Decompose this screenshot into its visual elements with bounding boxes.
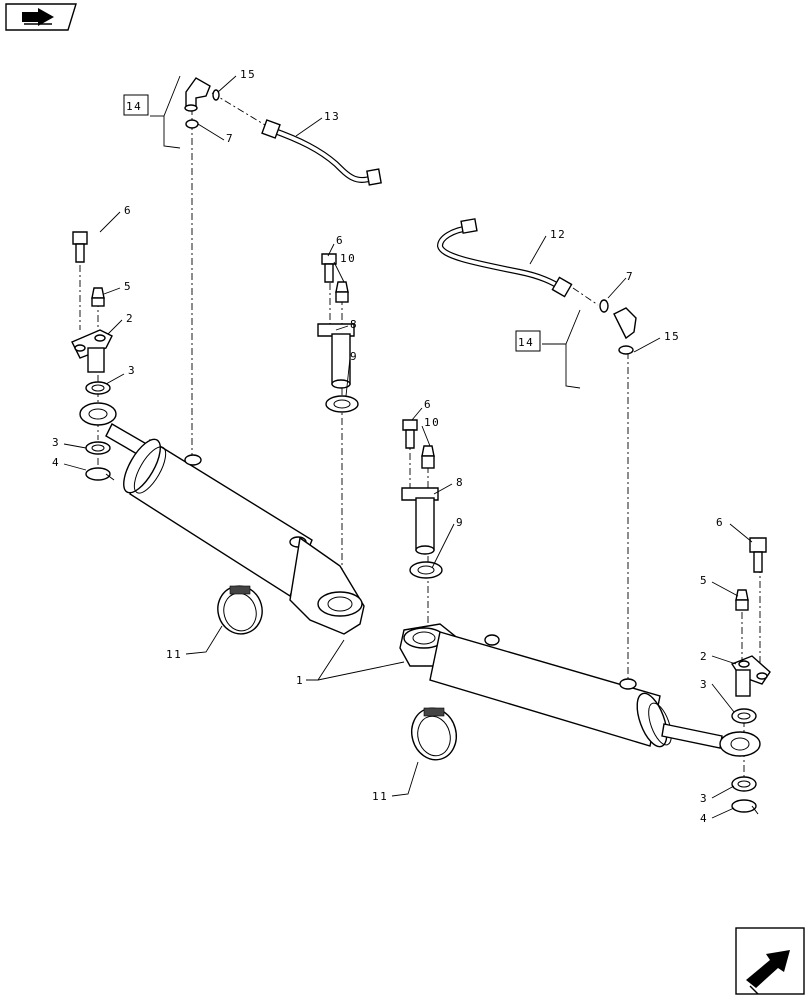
callout-6a: 6: [124, 204, 132, 217]
hydraulic-pipe-13: [261, 119, 382, 186]
callout-12: 12: [550, 228, 566, 241]
elbow-fitting-top: [184, 77, 211, 112]
callout-11a: 11: [166, 648, 182, 661]
assembly-lines: [79, 92, 761, 780]
callout-5a: 5: [124, 280, 132, 293]
callout-3c: 3: [700, 678, 708, 691]
washer-9a: [325, 395, 359, 413]
hydraulic-cylinder-right: [399, 623, 761, 757]
washer-3a: [85, 381, 111, 395]
washer-3d: [731, 776, 757, 792]
washer-3b: [85, 441, 111, 455]
callout-10a: 10: [340, 252, 356, 265]
bolt-6c: [402, 419, 418, 449]
washer-3c: [731, 708, 757, 724]
hydraulic-pipe-12: [437, 218, 573, 298]
callout-14a: 14: [126, 100, 142, 113]
lock-plate-2a: [71, 329, 113, 373]
o-ring-top-15: [212, 89, 220, 101]
callout-3b: 3: [52, 436, 60, 449]
callout-11b: 11: [372, 790, 388, 803]
callout-2a: 2: [126, 312, 134, 325]
callout-7a: 7: [226, 132, 234, 145]
retaining-clip-4b: [731, 799, 759, 815]
o-ring-right-7: [599, 299, 609, 313]
grease-nipple-5b: [735, 589, 749, 611]
book-arrow-icon[interactable]: [5, 3, 77, 31]
bracket-14-right: [515, 309, 581, 389]
callout-3d: 3: [700, 792, 708, 805]
o-ring-top-7: [185, 119, 199, 129]
pin-8b: [401, 487, 439, 555]
callout-15a: 15: [240, 68, 256, 81]
washer-9b: [409, 561, 443, 579]
next-page-arrow-icon[interactable]: [735, 927, 805, 995]
hydraulic-cylinder-left: [79, 402, 365, 635]
elbow-fitting-right: [613, 307, 637, 340]
callout-5b: 5: [700, 574, 708, 587]
callout-9a: 9: [350, 350, 358, 363]
bolt-6d: [749, 537, 767, 573]
callout-8a: 8: [350, 318, 358, 331]
callout-4b: 4: [700, 812, 708, 825]
grease-nipple-10a: [335, 281, 349, 303]
bolt-6a: [72, 231, 88, 263]
lock-plate-2b: [730, 655, 771, 697]
callout-6c: 6: [424, 398, 432, 411]
callout-1: 1: [296, 674, 304, 687]
o-ring-right-15: [618, 345, 634, 355]
callout-15b: 15: [664, 330, 680, 343]
callout-7b: 7: [626, 270, 634, 283]
callout-6d: 6: [716, 516, 724, 529]
callout-10b: 10: [424, 416, 440, 429]
leader-lines: [63, 75, 753, 819]
callout-4a: 4: [52, 456, 60, 469]
callout-6b: 6: [336, 234, 344, 247]
hose-clamp-left: [217, 585, 263, 635]
retaining-clip-4a: [85, 467, 115, 481]
callout-8b: 8: [456, 476, 464, 489]
bracket-14-top: [123, 75, 181, 149]
callout-14b: 14: [518, 336, 534, 349]
bolt-6b: [321, 253, 337, 283]
grease-nipple-10b: [421, 445, 435, 469]
callouts: 6 5 2 3 3 4 15 7 13 14 6 10 8 9 12 7 14 …: [52, 68, 724, 825]
callout-3a: 3: [128, 364, 136, 377]
callout-13: 13: [324, 110, 340, 123]
pin-8a: [317, 323, 355, 389]
callout-9b: 9: [456, 516, 464, 529]
grease-nipple-5a: [91, 287, 105, 307]
hose-clamp-right: [411, 707, 457, 761]
callout-2b: 2: [700, 650, 708, 663]
